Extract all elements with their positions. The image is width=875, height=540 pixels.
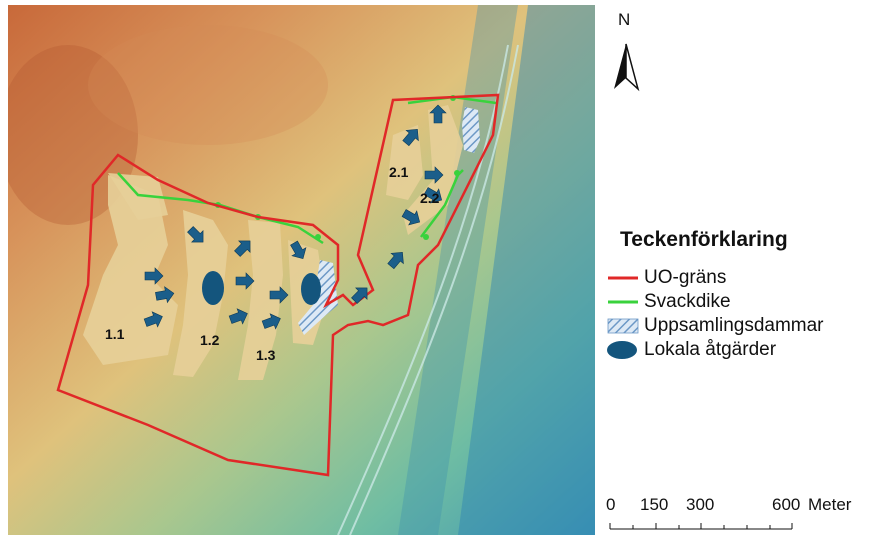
legend-label: UO-gräns	[644, 267, 727, 288]
north-arrow-icon	[614, 43, 640, 92]
area-2-1-fill	[386, 125, 423, 200]
scale-tick-label: 300	[686, 495, 715, 514]
legend-label: Uppsamlingsdammar	[644, 315, 824, 336]
legend-item-uppsamlingsdammar: Uppsamlingsdammar	[606, 314, 871, 338]
legend-label: Lokala åtgärder	[644, 339, 777, 360]
legend-item-uo-grans: UO-gräns	[606, 266, 871, 290]
blue-ellipse-icon	[606, 340, 640, 360]
uo-boundary	[56, 93, 500, 477]
legend-title: Teckenförklaring	[620, 228, 788, 251]
scale-unit: Meter	[808, 495, 852, 514]
flow-arrows	[143, 104, 447, 330]
area-label-1-2: 1.2	[200, 332, 220, 348]
local-measure	[301, 273, 321, 305]
area-label-2-2: 2.2	[420, 190, 440, 206]
local-measure	[202, 271, 224, 305]
legend-item-svackdike: Svackdike	[606, 290, 871, 314]
area-label-1-1: 1.1	[105, 326, 125, 342]
legend-item-lokala-atgarder: Lokala åtgärder	[606, 338, 871, 362]
legend-label: Svackdike	[644, 291, 731, 312]
area-label-1-3: 1.3	[256, 347, 276, 363]
terrain-map: 1.1 1.2 1.3 2.1 2.2	[8, 5, 595, 535]
area-2-2-fill	[403, 105, 463, 235]
scale-tick-label: 0	[606, 495, 616, 514]
scale-bar: 0 150 300 600 Meter	[600, 495, 870, 535]
area-1-2-fill	[173, 210, 228, 377]
red-line-icon	[606, 268, 640, 288]
scale-ruler	[609, 523, 793, 530]
area-1-3-fill	[238, 220, 283, 380]
north-label: N	[618, 10, 631, 29]
scale-tick-label: 150	[640, 495, 669, 514]
hatched-pond-icon	[606, 316, 640, 336]
area-label-2-1: 2.1	[389, 164, 409, 180]
collection-pond	[462, 107, 480, 153]
legend: Teckenförklaring UO-gräns Svackdike Upps…	[606, 228, 871, 362]
area-0-fill	[108, 173, 168, 220]
scale-tick-label: 600	[772, 495, 801, 514]
green-line-icon	[606, 292, 640, 312]
swale-line	[420, 169, 464, 238]
